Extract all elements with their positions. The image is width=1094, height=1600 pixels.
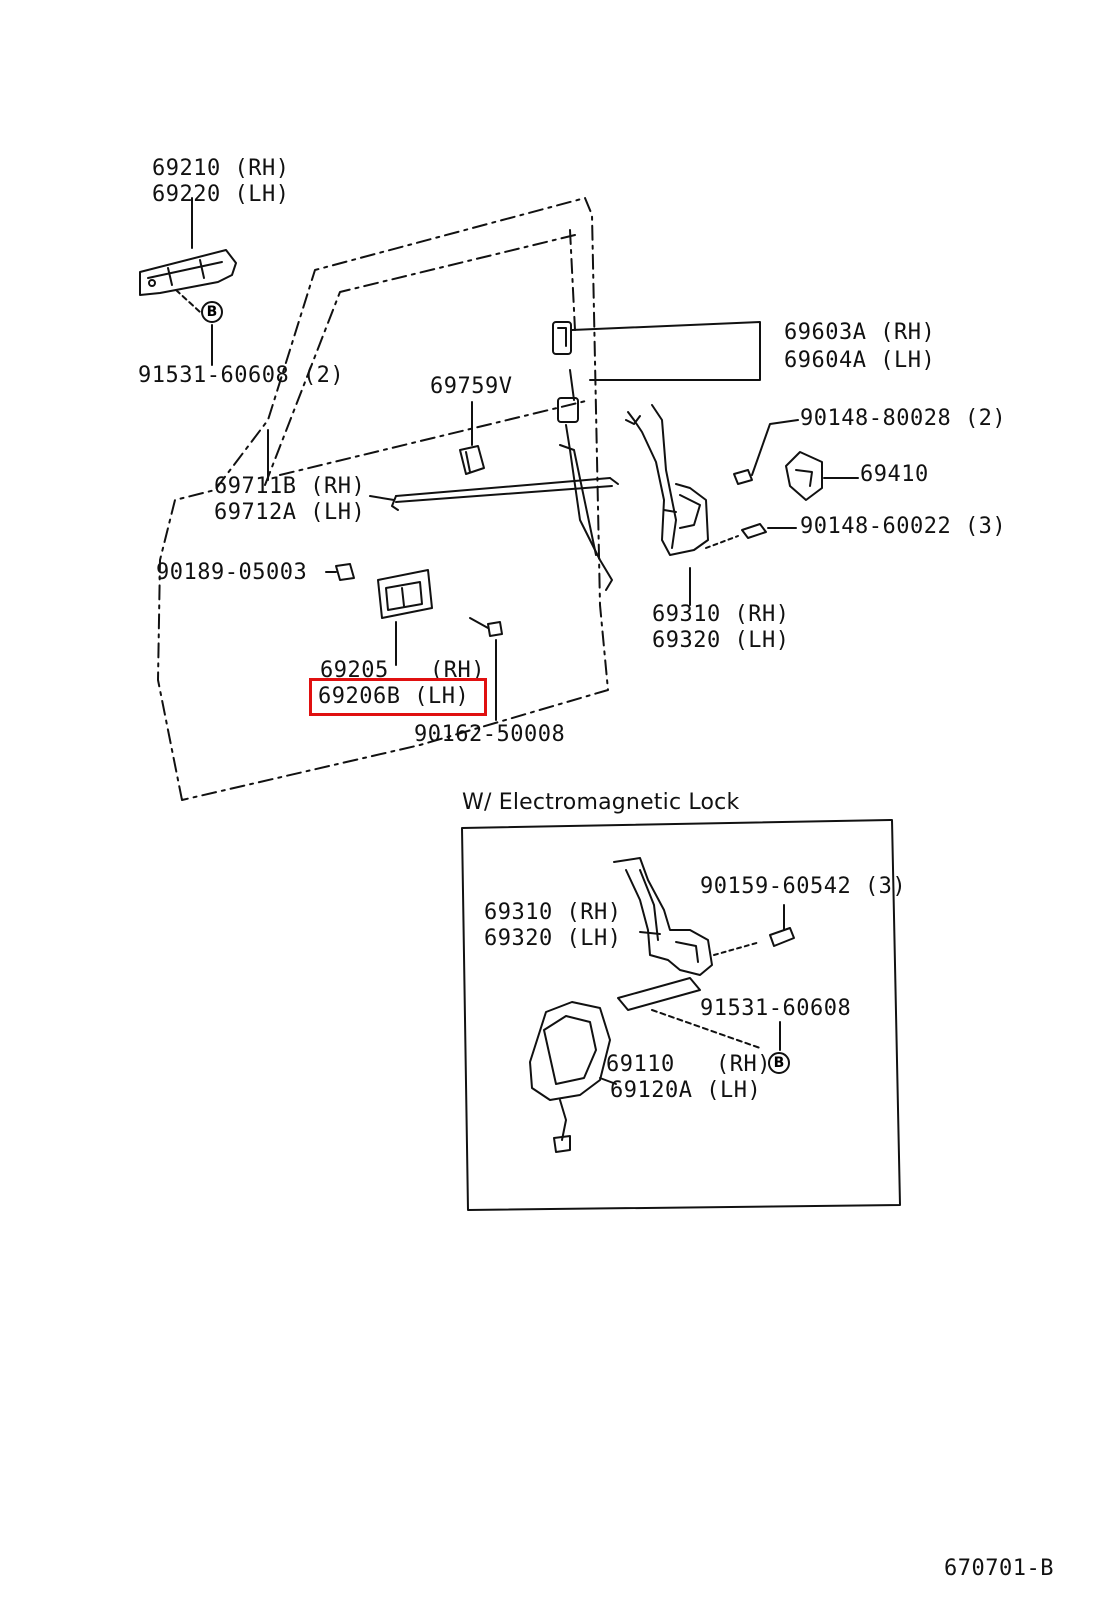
label-rod-lh: 69712A (LH) bbox=[214, 500, 366, 525]
label-inset-bolt: 90159-60542 (3) bbox=[700, 874, 907, 899]
door-lock-icon bbox=[625, 404, 739, 606]
label-inset-lock-rh: 69310 (RH) bbox=[484, 900, 622, 925]
lock-screw-icon bbox=[741, 523, 797, 539]
inset-lock-icon bbox=[613, 857, 761, 976]
inside-handle-icon bbox=[377, 569, 433, 666]
cylinder-cover-icon bbox=[552, 321, 761, 381]
screw-mark-b: B bbox=[201, 301, 223, 323]
label-cylinder-cover-lh: 69604A (LH) bbox=[784, 348, 936, 373]
inset-actuator-icon bbox=[529, 1001, 617, 1153]
lock-rod-icon bbox=[391, 369, 619, 591]
label-lock-rh: 69310 (RH) bbox=[652, 602, 790, 627]
inside-screw-icon bbox=[469, 617, 503, 721]
inset-bolt-icon bbox=[769, 904, 795, 947]
label-cylinder-cover-rh: 69603A (RH) bbox=[784, 320, 936, 345]
outside-handle-icon bbox=[139, 197, 237, 313]
clip-icon bbox=[459, 401, 485, 475]
striker-icon bbox=[785, 451, 859, 501]
bumper-icon bbox=[325, 563, 355, 581]
label-screw-striker: 90148-80028 (2) bbox=[800, 406, 1007, 431]
label-striker: 69410 bbox=[860, 462, 929, 487]
label-bumper: 90189-05003 bbox=[156, 560, 308, 585]
label-lock-lh: 69320 (LH) bbox=[652, 628, 790, 653]
figure-code: 670701-B bbox=[944, 1556, 1054, 1581]
label-inset-screw: 91531-60608 bbox=[700, 996, 852, 1021]
label-screw-lock: 90148-60022 (3) bbox=[800, 514, 1007, 539]
label-clip: 69759V bbox=[430, 374, 513, 399]
label-rod-rh: 69711B (RH) bbox=[214, 474, 366, 499]
label-inside-handle-lh: 69206B (LH) bbox=[318, 684, 470, 709]
striker-screw-icon bbox=[733, 419, 799, 485]
label-screw-inside: 90162-50008 bbox=[414, 722, 566, 747]
inset-screw-mark-b: B bbox=[768, 1052, 790, 1074]
label-screw-handle: 91531-60608 (2) bbox=[138, 363, 345, 388]
highlight-box bbox=[309, 678, 487, 716]
door-outline bbox=[157, 197, 609, 801]
inset-plate-icon bbox=[617, 977, 701, 1011]
label-outside-handle-lh: 69220 (LH) bbox=[152, 182, 290, 207]
label-inset-actuator-rh: 69110 (RH) bbox=[606, 1052, 771, 1077]
inset-caption: W/ Electromagnetic Lock bbox=[462, 790, 740, 815]
inset-box bbox=[461, 819, 901, 1211]
label-inset-lock-lh: 69320 (LH) bbox=[484, 926, 622, 951]
label-outside-handle-rh: 69210 (RH) bbox=[152, 156, 290, 181]
label-inset-actuator-lh: 69120A (LH) bbox=[610, 1078, 762, 1103]
